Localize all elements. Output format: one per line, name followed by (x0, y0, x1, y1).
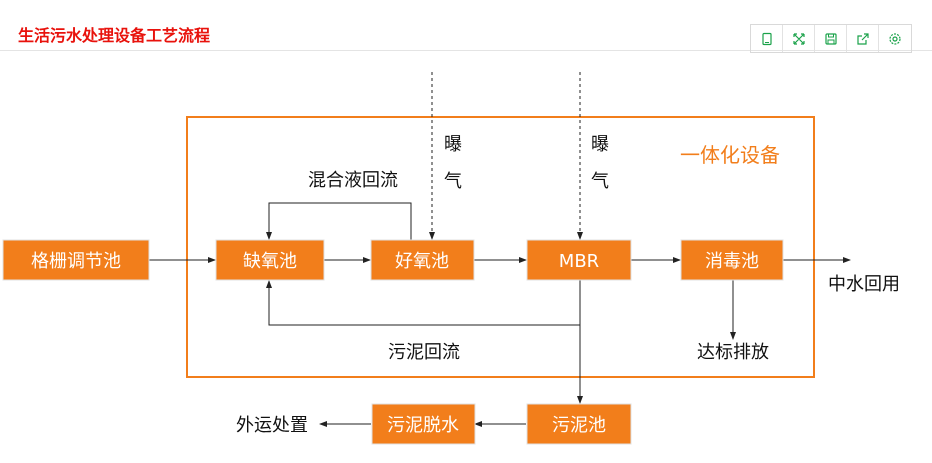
header-divider (0, 50, 932, 51)
share-button[interactable] (847, 25, 879, 52)
aeration-label-1-top: 曝 (444, 134, 462, 155)
settings-button[interactable] (879, 25, 911, 52)
node-grille-label: 格栅调节池 (31, 251, 121, 272)
node-aerobic-label: 好氧池 (395, 251, 449, 272)
group-label: 一体化设备 (680, 143, 780, 167)
sludge-return-label: 污泥回流 (388, 342, 460, 363)
aeration-label-2-bottom: 气 (591, 171, 609, 192)
sludge-return-line (266, 280, 581, 326)
node-mbr: MBR (526, 239, 632, 281)
node-disinfect-label: 消毒池 (705, 251, 759, 272)
node-aerobic-tank: 好氧池 (370, 239, 475, 281)
tablet-view-button[interactable] (751, 25, 783, 52)
tablet-icon (761, 32, 772, 45)
node-grille-tank: 格栅调节池 (2, 239, 150, 281)
page-title: 生活污水处理设备工艺流程 (18, 26, 211, 45)
node-sludge-tank-label: 污泥池 (552, 415, 606, 436)
settings-icon (889, 32, 901, 45)
aeration-label-2-top: 曝 (591, 134, 609, 155)
share-icon (856, 32, 869, 45)
save-button[interactable] (815, 25, 847, 52)
integrated-equipment-group (186, 116, 815, 378)
discharge-label: 达标排放 (697, 342, 769, 363)
node-anoxic-tank: 缺氧池 (215, 239, 325, 281)
node-disinfect-tank: 消毒池 (680, 239, 784, 281)
node-sludge-tank: 污泥池 (526, 403, 632, 445)
node-anoxic-label: 缺氧池 (243, 251, 297, 272)
node-dewater-label: 污泥脱水 (387, 415, 459, 436)
save-icon (824, 32, 837, 45)
mixed-return-line (266, 202, 412, 240)
fullscreen-icon (792, 32, 805, 45)
aeration-label-1-bottom: 气 (444, 171, 462, 192)
outbound-disposal-label: 外运处置 (236, 415, 308, 436)
fullscreen-button[interactable] (783, 25, 815, 52)
toolbar (750, 24, 912, 53)
node-sludge-dewater: 污泥脱水 (371, 403, 476, 445)
node-mbr-label: MBR (559, 251, 599, 272)
mixed-return-label: 混合液回流 (308, 170, 398, 191)
reuse-label: 中水回用 (828, 274, 900, 295)
